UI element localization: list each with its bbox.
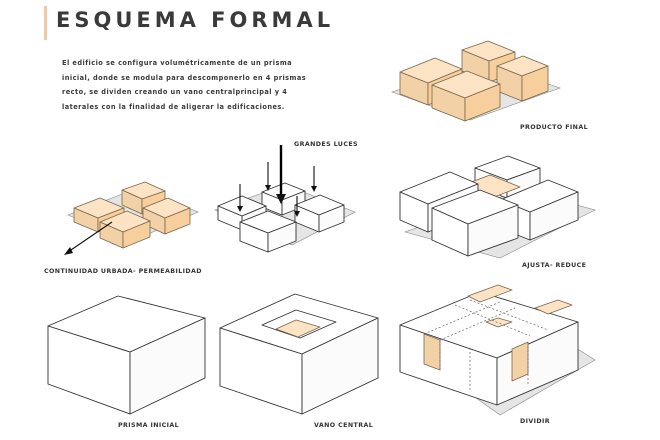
continuidad-diagram (64, 181, 199, 255)
label-dividir: DIVIDIR (520, 418, 551, 425)
label-ajusta-reduce: AJUSTA- REDUCE (522, 262, 587, 269)
dividir-diagram (399, 284, 596, 416)
vano-central-diagram (219, 293, 379, 415)
page-title: ESQUEMA FORMAL (56, 8, 335, 32)
title-accent-bar (44, 6, 47, 40)
label-vano-central: VANO CENTRAL (314, 422, 374, 429)
prisma-inicial-diagram (47, 295, 206, 415)
label-grandes-luces: GRANDES LUCES (294, 141, 358, 148)
label-producto-final: PRODUCTO FINAL (520, 124, 589, 131)
label-prisma-inicial: PRISMA INICIAL (118, 422, 180, 429)
grandes-luces-diagram (214, 145, 356, 253)
producto-final-diagram (391, 40, 561, 122)
ajusta-reduce-diagram (399, 155, 596, 259)
description-text: El edificio se configura volumétricament… (62, 59, 307, 111)
label-continuidad: CONTINUIDAD URBADA- PERMEABILIDAD (44, 268, 202, 275)
